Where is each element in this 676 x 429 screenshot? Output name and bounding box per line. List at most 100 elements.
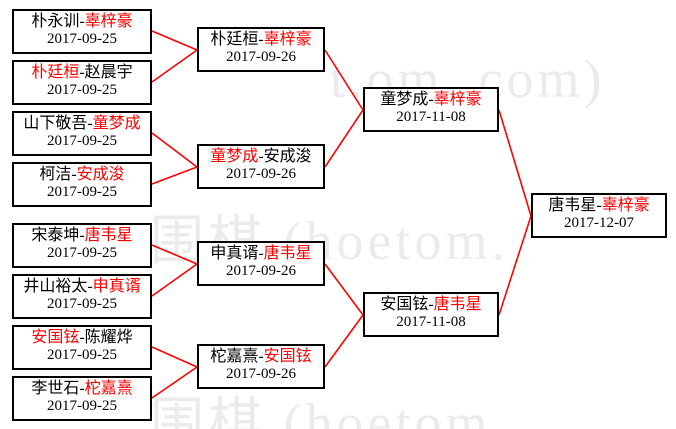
player-separator: -: [428, 296, 434, 313]
connector-line: [151, 49, 198, 83]
player-separator: -: [71, 166, 77, 183]
player-left: 安国铉: [31, 329, 80, 346]
connector-line: [151, 346, 198, 368]
match-date: 2017-09-25: [47, 346, 117, 363]
connector-line: [498, 215, 532, 316]
match-players: 安国铉-陈耀烨: [14, 329, 150, 347]
connector-line: [151, 166, 198, 185]
match-players: 童梦成-安成浚: [199, 148, 323, 166]
match-date: 2017-11-08: [396, 313, 466, 330]
connector-line: [324, 109, 364, 168]
match-date: 2017-09-25: [47, 244, 117, 261]
connector-line: [151, 132, 198, 168]
match-date: 2017-09-25: [47, 295, 117, 312]
player-right: 唐韦星: [84, 227, 133, 244]
player-left: 李世石: [31, 380, 80, 397]
player-left: 朴廷桓: [210, 31, 259, 48]
connector-line: [324, 49, 364, 111]
player-left: 唐韦星: [548, 197, 597, 214]
player-left: 童梦成: [380, 91, 429, 108]
player-right: 辜梓豪: [263, 31, 312, 48]
match-players: 童梦成-辜梓豪: [365, 91, 497, 109]
player-right: 安成浚: [76, 166, 125, 183]
player-separator: -: [258, 245, 264, 262]
player-right: 赵晨宇: [84, 64, 133, 81]
match-date: 2017-12-07: [564, 214, 634, 231]
player-right: 安成浚: [263, 148, 312, 165]
match-players: 柯洁-安成浚: [14, 166, 150, 184]
player-separator: -: [258, 348, 264, 365]
match-players: 安国铉-唐韦星: [365, 296, 497, 314]
player-separator: -: [79, 380, 85, 397]
player-right: 辜梓豪: [601, 197, 650, 214]
connector-line: [324, 314, 364, 368]
player-right: 辜梓豪: [433, 91, 482, 108]
connector-line: [498, 109, 532, 217]
match-players: 朴廷桓-辜梓豪: [199, 31, 323, 49]
connector-line: [151, 30, 198, 51]
player-separator: -: [79, 64, 85, 81]
connector-line: [151, 366, 198, 399]
match-date: 2017-09-25: [47, 183, 117, 200]
match-players: 朴永训-辜梓豪: [14, 13, 150, 31]
player-right: 安国铉: [263, 348, 312, 365]
match-players: 井山裕太-申真谞: [14, 278, 150, 296]
match-players: 山下敬吾-童梦成: [14, 115, 150, 133]
match-players: 柁嘉熹-安国铉: [199, 348, 323, 366]
player-right: 童梦成: [92, 115, 141, 132]
player-left: 童梦成: [210, 148, 259, 165]
player-left: 山下敬吾: [23, 115, 88, 132]
player-right: 唐韦星: [263, 245, 312, 262]
player-right: 柁嘉熹: [84, 380, 133, 397]
player-right: 陈耀烨: [84, 329, 133, 346]
match-date: 2017-09-26: [226, 365, 296, 382]
match-date: 2017-09-25: [47, 81, 117, 98]
match-date: 2017-09-25: [47, 30, 117, 47]
match-date: 2017-11-08: [396, 108, 466, 125]
player-separator: -: [79, 13, 85, 30]
match-date: 2017-09-25: [47, 397, 117, 414]
match-date: 2017-09-25: [47, 132, 117, 149]
match-players: 朴廷桓-赵晨宇: [14, 64, 150, 82]
match-date: 2017-09-26: [226, 262, 296, 279]
match-players: 唐韦星-辜梓豪: [533, 197, 665, 215]
player-left: 朴廷桓: [31, 64, 80, 81]
player-left: 申真谞: [210, 245, 259, 262]
connector-line: [324, 263, 364, 316]
player-right: 申真谞: [92, 278, 141, 295]
connector-line: [151, 263, 198, 297]
connector-line: [151, 244, 198, 265]
match-players: 申真谞-唐韦星: [199, 245, 323, 263]
match-date: 2017-09-26: [226, 48, 296, 65]
player-left: 安国铉: [380, 296, 429, 313]
player-right: 辜梓豪: [84, 13, 133, 30]
player-separator: -: [258, 31, 264, 48]
player-separator: -: [428, 91, 434, 108]
player-separator: -: [258, 148, 264, 165]
match-players: 宋泰坤-唐韦星: [14, 227, 150, 245]
player-right: 唐韦星: [433, 296, 482, 313]
player-left: 宋泰坤: [31, 227, 80, 244]
player-separator: -: [87, 115, 93, 132]
match-players: 李世石-柁嘉熹: [14, 380, 150, 398]
player-separator: -: [87, 278, 93, 295]
player-left: 井山裕太: [23, 278, 88, 295]
player-separator: -: [79, 227, 85, 244]
